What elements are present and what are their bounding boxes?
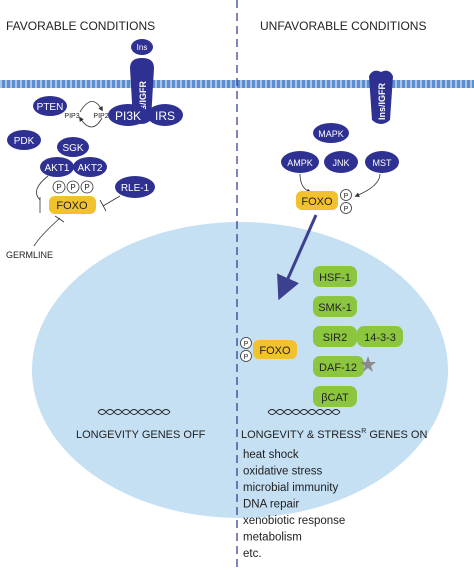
smk1-box (313, 296, 357, 317)
pip3-label: PIP3 (64, 113, 79, 120)
foxo-nuclear-label: FOXO (259, 345, 291, 357)
sgk-label: SGK (62, 143, 83, 154)
rle1-node (115, 176, 155, 198)
daf12-box (313, 356, 364, 377)
pip-cycle-arrow-back (79, 116, 103, 128)
dna-helix-left (97, 409, 171, 415)
pi3k-node (108, 104, 148, 126)
nucleus (32, 222, 448, 518)
phospho-circle (240, 337, 252, 349)
akt2-label: AKT2 (77, 163, 102, 174)
ligand-ins: Ins (131, 39, 153, 55)
foxo-cytoplasmic-left (49, 196, 96, 214)
daf12-label: DAF-12 (319, 362, 357, 374)
stress-gene-item: etc. (243, 548, 262, 560)
phospho-circle (80, 180, 94, 194)
rle1-inhibition-bar (99, 199, 107, 212)
phospho-circle (52, 180, 66, 194)
pdk-label: PDK (14, 136, 35, 147)
dna-helix-right (267, 409, 341, 415)
genes-on-label-b: GENES ON (366, 429, 427, 441)
phospho-circle (340, 202, 352, 214)
foxo-left-label: FOXO (56, 200, 88, 212)
phospho-circle (66, 180, 80, 194)
stress-gene-item: oxidative stress (243, 466, 323, 478)
germline-label: GERMLINE (6, 250, 53, 260)
receptor-left-label: Ins/IGFR (138, 80, 148, 118)
jnk-node (324, 151, 358, 173)
akt2-node (73, 157, 107, 177)
unfavorable-title: UNFAVORABLE CONDITIONS (260, 19, 426, 33)
pten-node (33, 96, 67, 116)
mst-label: MST (373, 158, 393, 168)
receptor-right: Ins/IGFR (369, 70, 393, 124)
stress-gene-item: metabolism (243, 532, 302, 544)
genes-on-superscript: R (361, 428, 366, 435)
ligand-ins-label: Ins (137, 43, 148, 52)
pi3k-label: PI3K (115, 109, 141, 123)
stress-gene-item: xenobiotic response (243, 515, 345, 527)
genes-on-label-a: LONGEVITY & STRESS (241, 429, 361, 441)
hsf1-label: HSF-1 (319, 272, 351, 284)
p1433-box (357, 326, 403, 347)
irs-node (147, 104, 183, 126)
ampk-node (281, 151, 319, 173)
sir2-box (313, 326, 357, 347)
phospho-circle (240, 350, 252, 362)
germline-inhibition-line (33, 217, 61, 247)
pip-cycle-arrow (79, 101, 103, 113)
mst-node (365, 151, 399, 173)
ligand-star-icon (360, 356, 376, 372)
stress-gene-list: heat shock oxidative stress microbial immu… (243, 449, 345, 560)
mapk-node (313, 123, 349, 143)
receptor-right-label: Ins/IGFR (377, 82, 387, 120)
sgk-node (57, 137, 89, 157)
genes-on-label: LONGEVITY & STRESSR GENES ON (241, 428, 427, 441)
phospho-label: P (244, 354, 249, 361)
sir2-label: SIR2 (323, 332, 347, 344)
smk1-label: SMK-1 (318, 302, 352, 314)
irs-label: IRS (155, 109, 175, 123)
akt-to-foxo-arrow (36, 175, 49, 201)
phospho-label: P (84, 183, 89, 192)
bcat-label: βCAT (321, 392, 349, 404)
ampk-label: AMPK (287, 158, 313, 168)
phospho-label: P (56, 183, 61, 192)
phospho-label: P (244, 341, 249, 348)
jnk-label: JNK (332, 158, 349, 168)
genes-off-label: LONGEVITY GENES OFF (76, 429, 206, 441)
foxo-right-label: FOXO (301, 196, 333, 208)
germline-inhibition-bar (54, 215, 65, 223)
rle1-label: RLE-1 (121, 183, 150, 194)
pdk-node (7, 130, 41, 150)
phospho-circle (340, 189, 352, 201)
hsf1-box (313, 266, 357, 287)
stress-gene-item: microbial immunity (243, 482, 338, 494)
pten-label: PTEN (37, 102, 64, 113)
akt1-node (40, 157, 74, 177)
phospho-label: P (70, 183, 75, 192)
rle1-inhibition-line (102, 195, 121, 207)
kinase-to-foxo-arrow (299, 173, 312, 194)
akt1-label: AKT1 (44, 163, 69, 174)
pip2-label: PIP2 (93, 113, 108, 120)
favorable-title: FAVORABLE CONDITIONS (6, 19, 155, 33)
foxo-cytoplasmic-right (296, 191, 338, 210)
mst-to-foxo-arrow (354, 173, 381, 197)
p1433-label: 14-3-3 (364, 332, 396, 344)
mapk-label: MAPK (318, 129, 344, 139)
foxo-nuclear (253, 340, 297, 359)
phospho-label: P (344, 193, 349, 200)
bcat-box (313, 386, 357, 407)
phospho-label: P (344, 206, 349, 213)
nuclear-translocation-arrow (277, 214, 318, 301)
stress-gene-item: heat shock (243, 449, 299, 461)
stress-gene-item: DNA repair (243, 499, 299, 511)
